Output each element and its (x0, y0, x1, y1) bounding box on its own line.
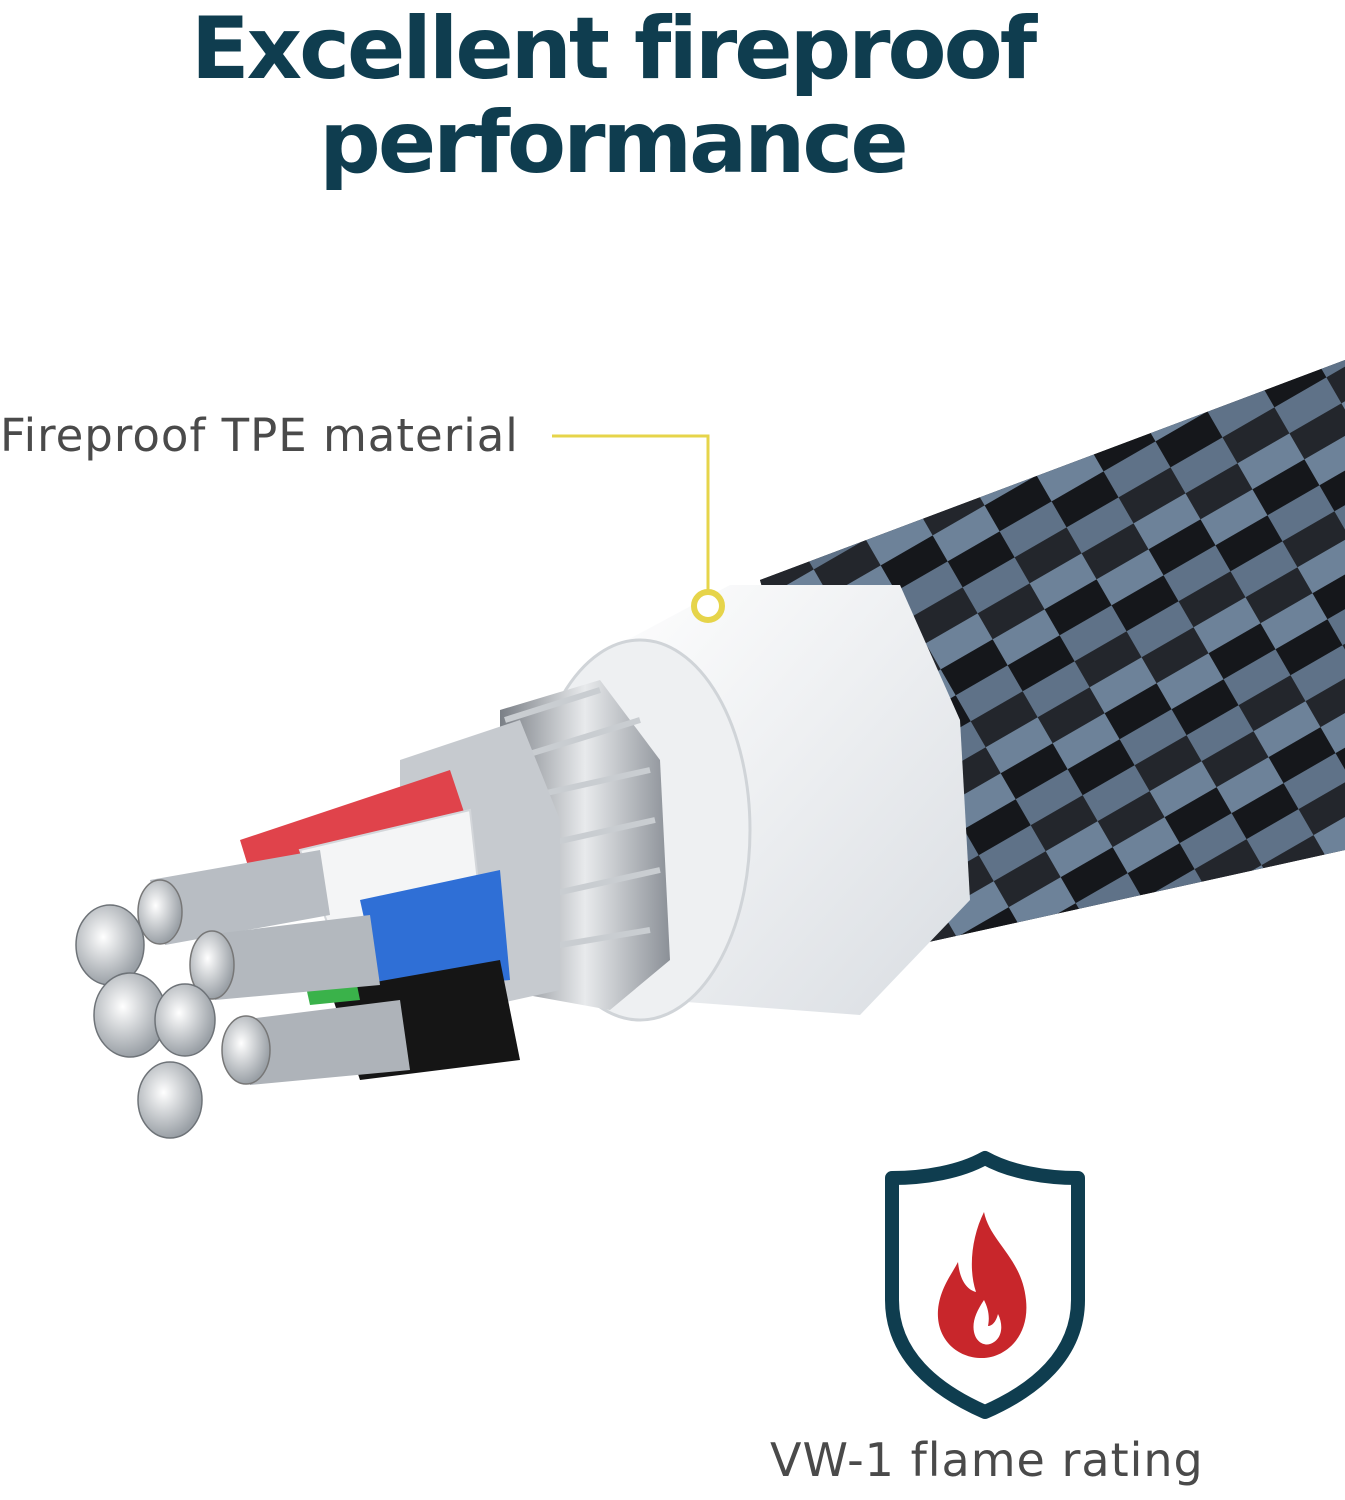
headline-line-1: Excellent fireproof (190, 0, 1037, 99)
flame-icon (937, 1212, 1027, 1358)
page-title: Excellent fireproof performance (0, 0, 1225, 190)
wire-strands (75, 850, 410, 1139)
shield-flame-icon (880, 1150, 1090, 1420)
tpe-material-label: Fireproof TPE material (0, 409, 519, 462)
blue-wire (360, 870, 510, 990)
callout-connector (552, 434, 725, 623)
headline-line-2: performance (319, 93, 908, 193)
callout-dot (691, 589, 725, 623)
flame-rating-label: VW-1 flame rating (770, 1433, 1204, 1487)
cable-cross-section-illustration (75, 360, 1345, 1139)
